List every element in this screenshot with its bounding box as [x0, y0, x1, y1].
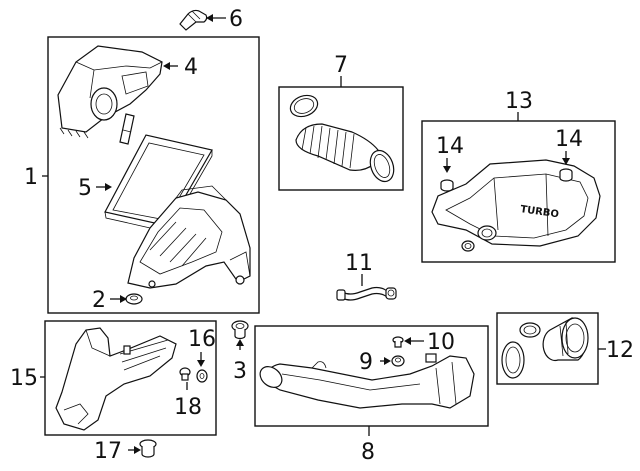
callout-15: 15 [10, 366, 38, 391]
resonator-bolt-part [179, 367, 191, 381]
callout-8: 8 [361, 440, 375, 465]
tube-clip-part [392, 336, 404, 348]
duct-hose-part [289, 94, 395, 183]
callout-18: 18 [174, 395, 202, 420]
callout-16: 16 [188, 327, 216, 352]
callout-1: 1 [24, 165, 38, 190]
callout-5: 5 [78, 176, 92, 201]
tube-grommet-part [391, 355, 405, 367]
resonator-box [44, 320, 217, 436]
callout-11: 11 [345, 251, 373, 276]
vacuum-hose-part [336, 286, 397, 301]
air-cleaner-assembly-box [47, 36, 260, 314]
resonator-part [55, 327, 177, 431]
cover-grommet-bottom-part [461, 240, 475, 252]
push-clip-part [179, 9, 208, 31]
turbo-inlet-hose-part [501, 317, 589, 379]
grommet-part [125, 293, 143, 305]
callout-14-left: 14 [436, 134, 464, 159]
callout-3: 3 [233, 359, 247, 384]
callout-17: 17 [94, 439, 122, 464]
engine-cover-part: TURBO [431, 159, 601, 247]
clip-part [231, 320, 249, 340]
callout-9: 9 [359, 350, 373, 375]
resonator-clip-part [139, 439, 157, 458]
callout-14-right: 14 [555, 127, 583, 152]
engine-cover-badge: TURBO [520, 204, 560, 220]
resonator-grommet-part [196, 369, 208, 383]
cover-grommet-left-part [440, 179, 454, 192]
callout-4: 4 [184, 55, 198, 80]
callout-6: 6 [229, 7, 243, 32]
air-cleaner-cover-part [57, 45, 163, 139]
intake-tube-part [259, 353, 475, 409]
foam-pad-part [119, 113, 135, 145]
intake-tube-box [254, 325, 489, 427]
air-cleaner-lower-case-part [127, 185, 251, 289]
callout-12: 12 [606, 338, 634, 363]
cover-grommet-right-part [559, 168, 573, 182]
callout-10: 10 [427, 330, 455, 355]
callout-13: 13 [505, 89, 533, 114]
callout-2: 2 [92, 288, 106, 313]
callout-7: 7 [334, 53, 348, 78]
